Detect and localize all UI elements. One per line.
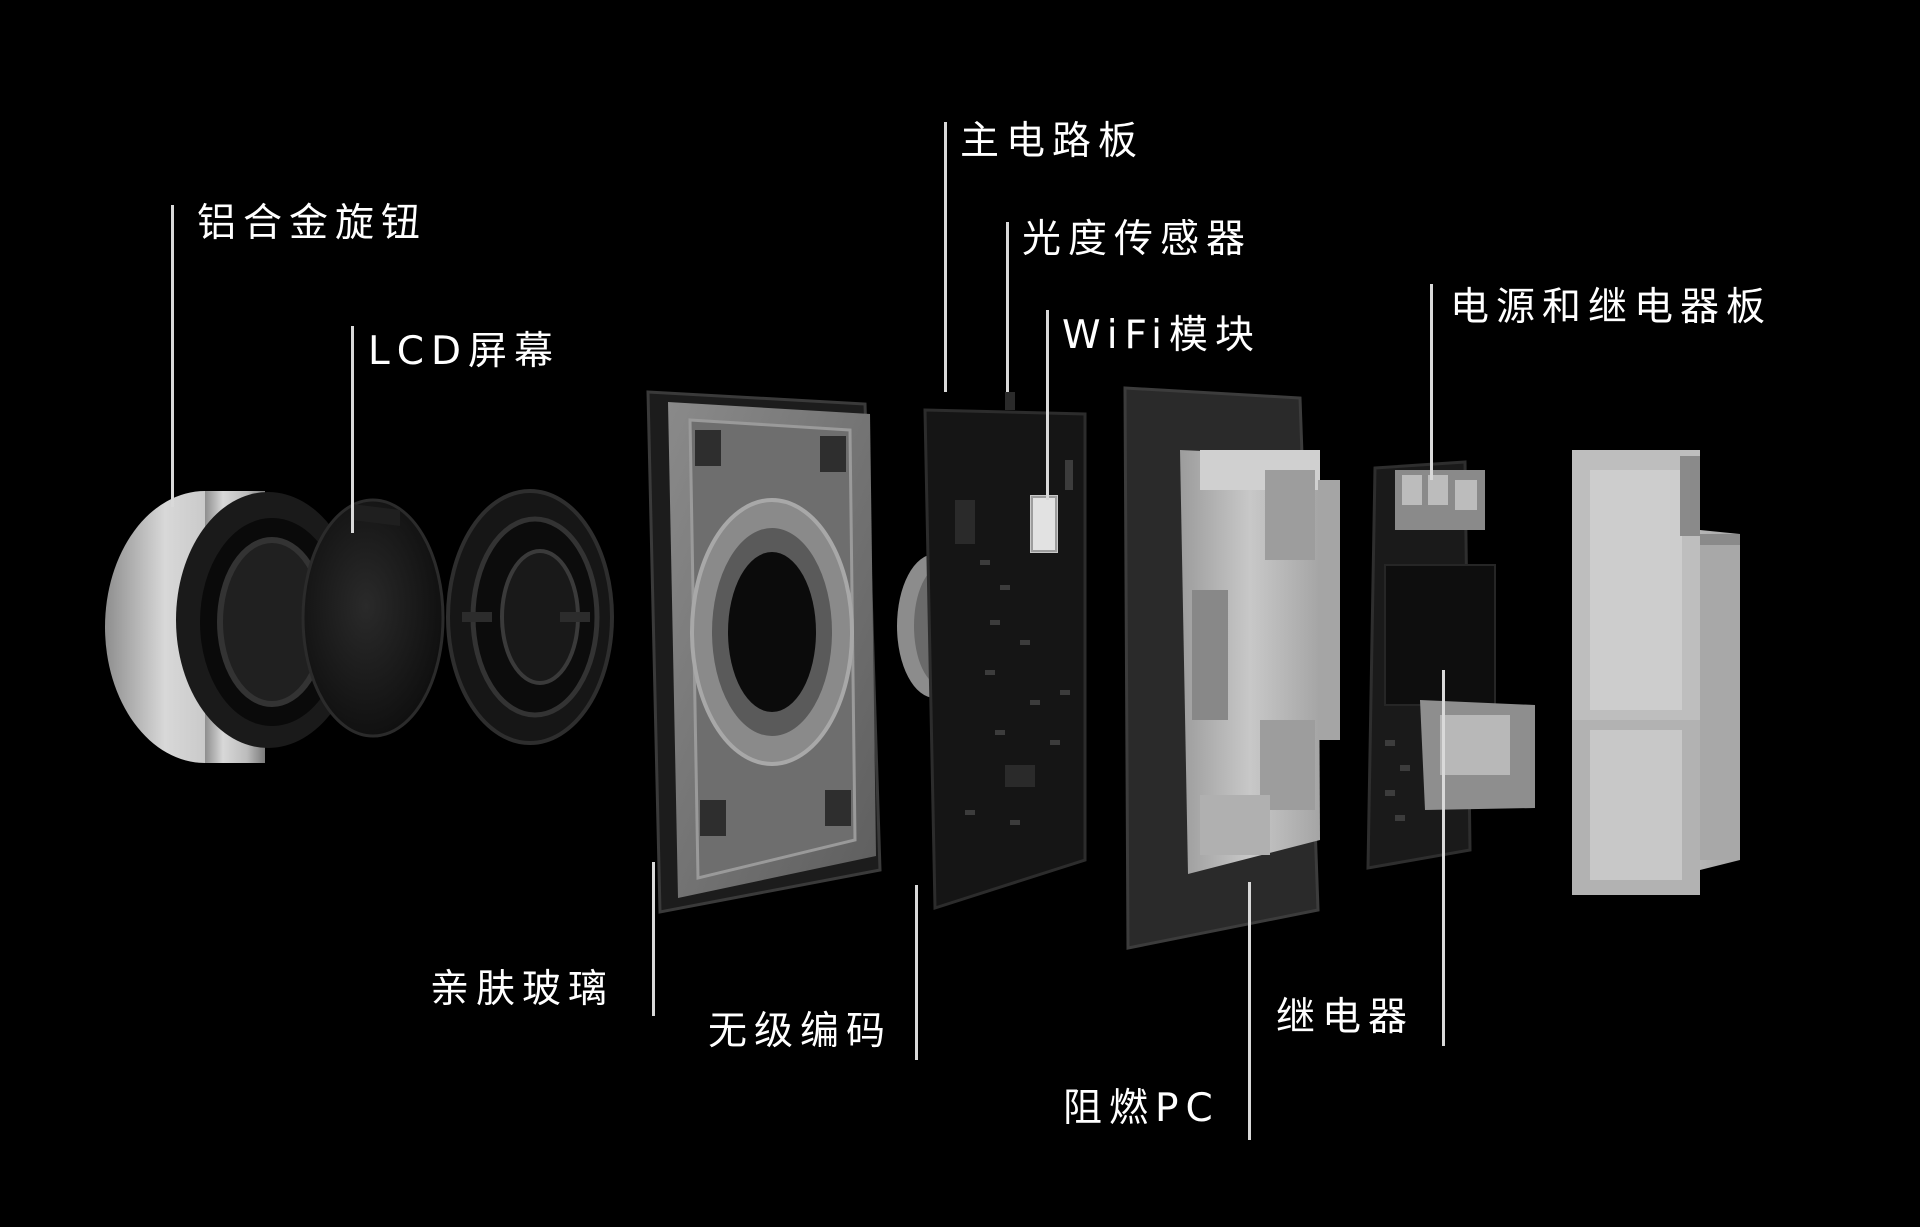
- power-relay-board-part: [1366, 460, 1535, 870]
- glass-leader-line: [652, 862, 655, 1016]
- label-main-board: 主电路板: [960, 119, 1145, 164]
- label-relay: 继电器: [1276, 995, 1415, 1040]
- label-wifi: WiFi模块: [1062, 313, 1261, 358]
- label-light-sensor: 光度传感器: [1022, 217, 1253, 262]
- wifi-leader-line: [1046, 310, 1049, 500]
- back-casing-part: [1572, 450, 1740, 895]
- label-power-board: 电源和继电器板: [1450, 285, 1773, 330]
- label-encoder: 无级编码: [708, 1009, 893, 1054]
- main-circuit-board-part: [923, 392, 1087, 911]
- label-glass: 亲肤玻璃: [430, 967, 615, 1012]
- pc-leader-line: [1248, 882, 1251, 1140]
- lcd-leader-line: [351, 326, 354, 533]
- encoder-leader-line: [915, 885, 918, 1060]
- knob-leader-line: [171, 205, 174, 507]
- power-board-leader-line: [1430, 284, 1433, 480]
- label-lcd: LCD屏幕: [368, 329, 560, 374]
- light-sensor-leader-line: [1006, 222, 1009, 392]
- pc-housing-part: [1123, 386, 1340, 950]
- lcd-screen-part: [301, 498, 445, 738]
- glass-panel-part: [646, 390, 882, 914]
- relay-leader-line: [1442, 670, 1445, 1046]
- encoder-ring-part: [446, 489, 614, 745]
- label-knob: 铝合金旋钮: [197, 201, 428, 246]
- main-board-leader-line: [944, 122, 947, 392]
- label-pc: 阻燃PC: [1063, 1086, 1220, 1131]
